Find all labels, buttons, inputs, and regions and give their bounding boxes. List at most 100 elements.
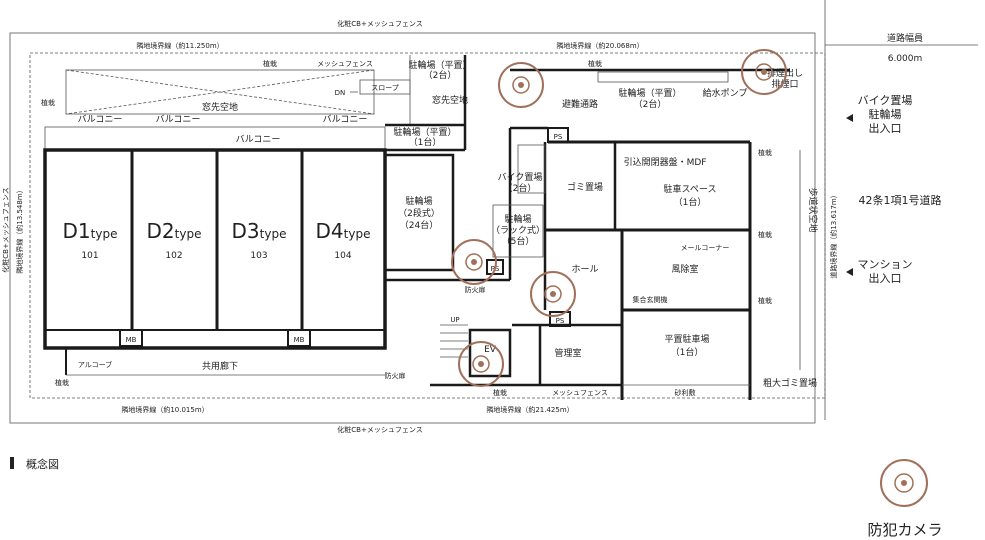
- svg-text:MB: MB: [294, 336, 305, 344]
- bike-entrance-arrow: [846, 114, 853, 122]
- mdf-label: 引込開閉器盤・MDF: [624, 156, 707, 168]
- mesh-fence-label-2: メッシュフェンス: [552, 389, 608, 397]
- security-camera-2: [741, 49, 787, 95]
- smoke-exhaust-label-2: 排煙口: [771, 78, 798, 90]
- planting-label-4: 植栽: [588, 59, 602, 68]
- bike-parking-label: バイク置場: [498, 171, 543, 183]
- svg-text:（2台）: （2台）: [424, 69, 457, 81]
- svg-text:（2台）: （2台）: [504, 182, 537, 194]
- manager-room-label: 管理室: [554, 347, 581, 359]
- units-block: [43, 148, 387, 350]
- unit-d4: D4type 104: [316, 219, 371, 261]
- flat-parking-label: 平置駐車場: [664, 333, 709, 345]
- top-right-boundary-label: 隣地境界線（約20.068m）: [556, 41, 643, 50]
- unit-number-102: 102: [165, 251, 182, 261]
- planting-label-2: 植栽: [41, 98, 55, 107]
- bicycle-two-tier-label: 駐輪場: [405, 195, 432, 207]
- left-boundary-label: 隣地境界線（約13.548m）: [15, 186, 24, 273]
- elevator: [468, 328, 512, 378]
- top-fence-label: 化粧CB+メッシュフェンス: [337, 19, 422, 28]
- stairs: [440, 324, 468, 358]
- mansion-entrance-label-1: マンション: [858, 258, 913, 271]
- mail-corner-label: メールコーナー: [681, 244, 730, 252]
- planting-label-8: 植栽: [493, 388, 507, 397]
- svg-text:PS: PS: [556, 317, 565, 325]
- camera-legend-icon: [880, 459, 928, 507]
- svg-text:MB: MB: [126, 336, 137, 344]
- bottom-fence-label: 化粧CB+メッシュフェンス: [337, 425, 422, 434]
- mb-box-2: [287, 329, 311, 347]
- hall-label: ホール: [571, 264, 598, 275]
- road-type-label: 42条1項1号道路: [859, 193, 942, 207]
- svg-text:（1台）: （1台）: [674, 196, 707, 208]
- svg-text:D1type: D1type: [63, 219, 118, 243]
- window-space-label-1: 窓先空地: [202, 101, 238, 113]
- security-camera-3: [451, 239, 497, 285]
- window-space-label-2: 窓先空地: [432, 94, 468, 106]
- mansion-entrance-label-2: 出入口: [869, 271, 902, 285]
- svg-text:D4type: D4type: [316, 219, 371, 243]
- svg-text:（24台）: （24台）: [400, 219, 438, 231]
- bike-entrance-label-1: バイク置場: [858, 94, 913, 107]
- balcony-label-1: バルコニー: [78, 114, 123, 125]
- bike-entrance-label-3: 出入口: [869, 121, 902, 135]
- ev-label: EV: [484, 345, 497, 355]
- water-pump-label: 給水ポンプ: [703, 87, 748, 99]
- dn-label: DN: [335, 89, 346, 97]
- unit-d2: D2type 102: [147, 219, 202, 261]
- balcony-label-2: バルコニー: [156, 114, 201, 125]
- bicycle-flat-right-rack: [597, 71, 729, 83]
- alcove-label: アルコーブ: [78, 360, 112, 369]
- mb-box-1: [119, 329, 143, 347]
- svg-text:（2台）: （2台）: [634, 98, 667, 110]
- bicycle-rack-label: 駐輪場: [504, 213, 531, 225]
- road-width-value: 6.000m: [888, 54, 923, 64]
- window-space-top: [65, 69, 375, 115]
- security-camera-1: [498, 62, 544, 108]
- planting-label-1: 植栽: [263, 59, 277, 68]
- left-fence-label: 化粧CB+メッシュフェンス: [1, 187, 10, 272]
- bicycle-flat-top-label: 駐輪場（平置）: [408, 59, 471, 71]
- balcony-label-4: バルコニー: [323, 114, 368, 125]
- security-camera-4: [530, 271, 576, 317]
- concept-marker: [10, 457, 14, 469]
- balcony-strip: [44, 126, 386, 150]
- unit-number-103: 103: [250, 251, 267, 261]
- mesh-fence-label-1: メッシュフェンス: [317, 60, 373, 68]
- concept-label: 概念図: [26, 457, 59, 471]
- bicycle-two-tier-room: [383, 153, 455, 272]
- bicycle-flat-mid-label: 駐輪場（平置）: [393, 126, 456, 138]
- bicycle-rack-room: [492, 204, 544, 258]
- security-camera-5: [458, 341, 504, 387]
- windbreak-label: 風除室: [671, 263, 698, 275]
- bottom-left-boundary-label: 隣地境界線（約10.015m）: [121, 405, 208, 414]
- svg-text:（1台）: （1台）: [671, 346, 704, 358]
- planting-label-3: 植栽: [55, 378, 69, 387]
- gravel-label: 砂利敷: [675, 388, 696, 397]
- svg-text:（2段式）: （2段式）: [398, 207, 440, 219]
- svg-text:D2type: D2type: [147, 219, 202, 243]
- svg-text:（1台）: （1台）: [409, 136, 442, 148]
- fire-door-label: 防火扉: [385, 371, 406, 380]
- unit-number-101: 101: [81, 251, 98, 261]
- garbage-label: ゴミ置場: [567, 181, 603, 193]
- intercom-label: 集合玄関機: [633, 295, 668, 304]
- right-boundary-label: 道路境界線（約13.617m）: [829, 191, 838, 278]
- svg-text:D3type: D3type: [232, 219, 287, 243]
- property-outline: [9, 32, 816, 424]
- sidewalk-label: 歩道状空地: [807, 187, 819, 232]
- planting-label-7: 植栽: [758, 296, 772, 305]
- unit-d1: D1type 101: [63, 219, 118, 261]
- balcony-label-3: バルコニー: [236, 134, 281, 145]
- road-width-label: 道路幅員: [887, 32, 923, 44]
- svg-text:（5台）: （5台）: [502, 235, 535, 247]
- bike-parking-room: [517, 144, 546, 194]
- bulky-garbage-label: 粗大ゴミ置場: [763, 377, 817, 389]
- top-left-boundary-label: 隣地境界線（約11.250m）: [136, 41, 223, 50]
- mansion-entrance-arrow: [846, 268, 853, 276]
- slope-label: スロープ: [371, 84, 399, 92]
- planting-label-6: 植栽: [758, 230, 772, 239]
- planting-label-5: 植栽: [758, 148, 772, 157]
- bottom-right-boundary-label: 隣地境界線（約21.425m）: [486, 405, 573, 414]
